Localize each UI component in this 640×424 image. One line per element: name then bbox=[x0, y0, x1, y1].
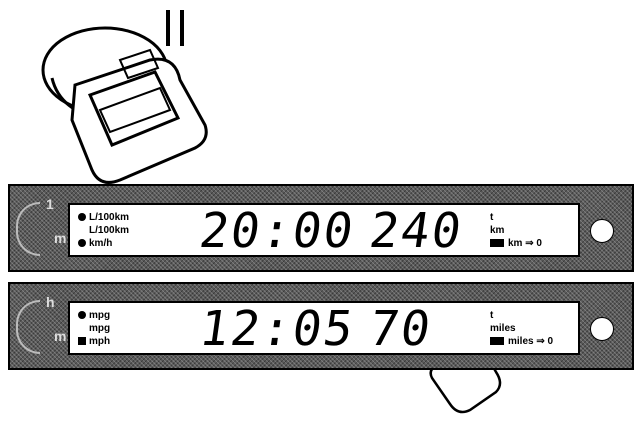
unit-label: L/100km bbox=[89, 212, 130, 223]
reset-button[interactable] bbox=[590, 219, 614, 243]
side-labels: 1 m bbox=[16, 194, 66, 264]
unit-line2: miles bbox=[490, 323, 516, 334]
unit-label: km/h bbox=[89, 238, 113, 249]
block-indicator-icon bbox=[490, 337, 504, 345]
distance-readout: 240 bbox=[366, 203, 467, 259]
side-label-bottom: m bbox=[54, 230, 67, 246]
units-right: t km km ⇒ 0 bbox=[490, 211, 542, 250]
time-readout: 20:00 bbox=[196, 203, 359, 259]
unit-label: mpg bbox=[89, 323, 111, 334]
side-label-top: h bbox=[46, 294, 55, 310]
rotary-ring-icon bbox=[16, 202, 40, 256]
trip-display-bottom: h m mpg mpg mph 12:05 70 t miles miles ⇒… bbox=[8, 282, 634, 370]
unit-line3: miles ⇒ 0 bbox=[508, 336, 554, 347]
time-readout: 12:05 bbox=[196, 301, 359, 357]
units-right: t miles miles ⇒ 0 bbox=[490, 309, 553, 348]
rotary-ring-icon bbox=[16, 300, 40, 354]
trip-display-top: 1 m L/100km L/100km km/h 20:00 240 t km … bbox=[8, 184, 634, 272]
unit-line3: km ⇒ 0 bbox=[508, 238, 542, 249]
distance-readout: 70 bbox=[366, 301, 436, 357]
unit-label: mph bbox=[89, 336, 111, 347]
unit-label: mpg bbox=[89, 310, 111, 321]
square-icon bbox=[78, 337, 86, 345]
lcd-screen: L/100km L/100km km/h 20:00 240 t km km ⇒… bbox=[68, 203, 580, 259]
rotary-knob-icon bbox=[41, 26, 208, 184]
block-indicator-icon bbox=[490, 239, 504, 247]
lcd-screen: mpg mpg mph 12:05 70 t miles miles ⇒ 0 bbox=[68, 301, 580, 357]
units-left: L/100km L/100km km/h bbox=[78, 211, 129, 250]
side-label-bottom: m bbox=[54, 328, 67, 344]
dot-icon bbox=[78, 213, 86, 221]
pause-icon bbox=[166, 10, 184, 46]
unit-label: L/100km bbox=[89, 225, 130, 236]
units-left: mpg mpg mph bbox=[78, 309, 110, 348]
unit-line1: t bbox=[490, 310, 494, 321]
side-labels: h m bbox=[16, 292, 66, 362]
unit-line2: km bbox=[490, 225, 505, 236]
dot-icon bbox=[78, 239, 86, 247]
side-label-top: 1 bbox=[46, 196, 54, 212]
reset-button[interactable] bbox=[590, 317, 614, 341]
unit-line1: t bbox=[490, 212, 494, 223]
dot-icon bbox=[78, 311, 86, 319]
